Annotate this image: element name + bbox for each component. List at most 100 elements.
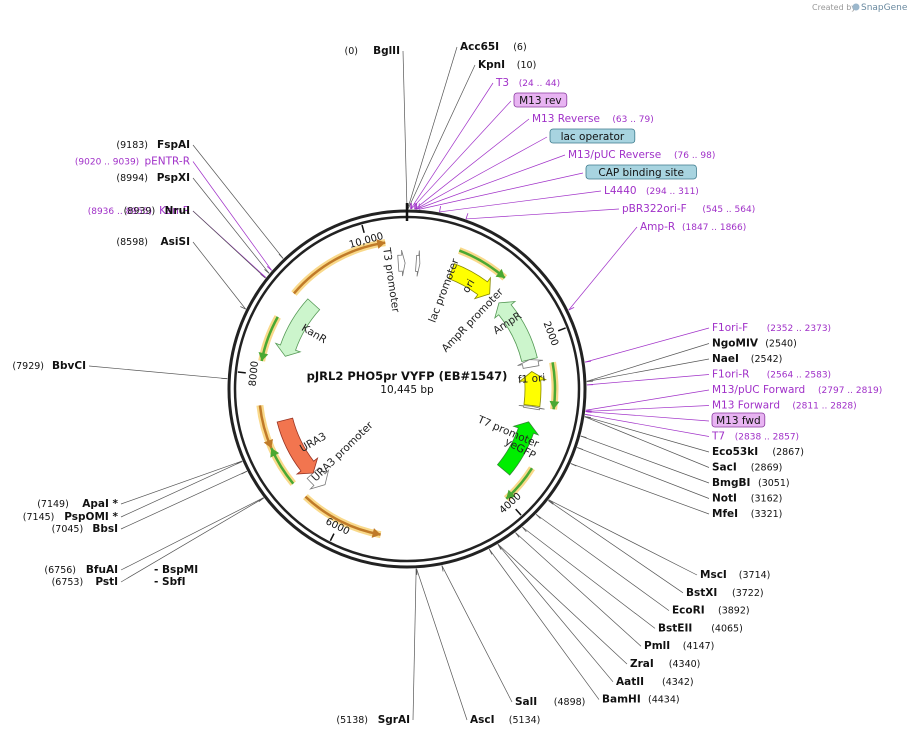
site-name: AscI (470, 714, 495, 726)
primer-m13-fwd[interactable]: M13 fwd (711, 412, 766, 428)
site-bstxi[interactable]: BstXI(3722) (686, 587, 764, 599)
site-position: (2867) (772, 447, 804, 458)
site-bamhi[interactable]: BamHI(4434) (602, 694, 680, 706)
site-ecori[interactable]: EcoRI(3892) (672, 605, 750, 617)
primer-f1ori-r[interactable]: F1ori-R(2564 .. 2583) (712, 369, 831, 381)
primer-m13-puc-reverse[interactable]: M13/pUC Reverse(76 .. 98) (568, 149, 715, 161)
orf-arrowhead (371, 528, 381, 538)
feature-ampr-promoter (517, 359, 544, 369)
site-name: Acc65I (460, 41, 499, 53)
feature-label-kanr: KanR (299, 322, 328, 346)
ring-site-tick (241, 470, 248, 475)
primer-l4440[interactable]: L4440(294 .. 311) (604, 185, 699, 197)
primer-f1ori-f[interactable]: F1ori-F(2352 .. 2373) (712, 322, 831, 334)
feature-f1-ori (518, 371, 548, 408)
ring-site-tick (548, 500, 554, 505)
primer-m13-rev[interactable]: M13 rev (513, 92, 568, 108)
site-bmgbi[interactable]: BmgBI(3051) (712, 477, 790, 489)
site-asci[interactable]: AscI(5134) (470, 714, 540, 726)
site-pspomi[interactable]: PspOMI *(7145) (23, 511, 119, 523)
site-mfei[interactable]: MfeI(3321) (712, 508, 782, 520)
site-bbsi[interactable]: BbsI(7045) (52, 523, 118, 535)
feature-box-label: M13 rev (519, 95, 562, 107)
tick-mark (237, 371, 246, 374)
site-aatii[interactable]: AatII(4342) (616, 676, 694, 688)
site-saci[interactable]: SacI(2869) (712, 462, 782, 474)
ring-site-tick (584, 416, 591, 419)
leader-line (416, 568, 468, 721)
credit: Created by SnapGene (812, 3, 908, 13)
primer-pbr322ori-f[interactable]: pBR322ori-F(545 .. 564) (622, 203, 755, 215)
site-name: AatII (616, 676, 644, 688)
site-pspxi[interactable]: PspXI(8994) (116, 172, 190, 184)
primer-m13-forward[interactable]: M13 Forward(2811 .. 2828) (712, 400, 857, 412)
site-zrai[interactable]: ZraI(4340) (630, 658, 700, 670)
site-msci[interactable]: MscI(3714) (700, 569, 770, 581)
ring-site-tick (441, 565, 444, 572)
site-position: (2564 .. 2583) (767, 371, 831, 381)
primer-t7[interactable]: T7(2838 .. 2857) (711, 431, 799, 443)
primer-kan-r[interactable]: Kan-R(8936 .. 8955) (88, 205, 190, 217)
leader-line (414, 118, 530, 210)
site-asisi[interactable]: AsiSI(8598) (116, 236, 190, 248)
primer-amp-r[interactable]: Amp-R(1847 .. 1866) (640, 221, 746, 233)
site-acc65i[interactable]: Acc65I(6) (460, 41, 527, 53)
site-position: (8994) (116, 173, 148, 184)
leader-line (580, 435, 710, 484)
tick-label: 2000 (541, 320, 560, 348)
site-eco53ki[interactable]: Eco53kI(2867) (712, 446, 804, 458)
site-naei[interactable]: NaeI (2542) (712, 353, 782, 365)
leader-line (439, 190, 602, 213)
site-nrui[interactable]: NruI(8939) (124, 205, 190, 217)
ring-site-tick (240, 306, 246, 310)
feature-label-f1-ori: f1 ori (517, 372, 545, 386)
leader-line (584, 416, 710, 468)
site-ngomiv[interactable]: NgoMIV(2540) (712, 338, 797, 350)
feature-box (711, 412, 766, 428)
site-position: (3051) (758, 478, 790, 489)
site-position: (3714) (739, 570, 771, 581)
primer-t3[interactable]: T3(24 .. 44) (495, 77, 560, 89)
site-position: (10) (517, 60, 537, 71)
site-name: NgoMIV (712, 338, 759, 350)
site-position: (2811 .. 2828) (792, 402, 856, 412)
site-sali[interactable]: SalI(4898) (515, 696, 585, 708)
primer-name: M13/pUC Forward (712, 384, 805, 396)
primer-cap-binding-site[interactable]: CAP binding site (585, 164, 697, 180)
site-name: SalI (515, 696, 537, 708)
site-name: BamHI (602, 694, 641, 706)
primer-lac-operator[interactable]: lac operator (549, 128, 636, 144)
tick-mark (557, 327, 566, 332)
site-position: (2542) (751, 354, 783, 365)
site-apai[interactable]: ApaI *(7149) (37, 498, 118, 510)
leader-line (586, 374, 710, 386)
leader-line (585, 389, 710, 411)
orf-arrowhead (495, 268, 505, 278)
feature-ori (448, 263, 491, 300)
leader-line (497, 544, 614, 683)
leader-line (407, 64, 476, 210)
primer-m13-reverse[interactable]: M13 Reverse(63 .. 79) (532, 113, 654, 125)
site-name: NaeI (712, 353, 739, 365)
leader-line (192, 241, 246, 310)
ring-site-tick (497, 544, 502, 550)
site-position: (4065) (711, 623, 743, 634)
site-name: AsiSI (161, 236, 190, 248)
site-bglii[interactable]: BglII(0) (345, 45, 400, 57)
site-noti[interactable]: NotI(3162) (712, 493, 782, 505)
tick-mark (515, 508, 522, 516)
primer-m13-puc-forward[interactable]: M13/pUC Forward(2797 .. 2819) (712, 384, 882, 396)
ring-site-tick (258, 497, 264, 502)
site-bbvci[interactable]: BbvCI(7929) (12, 360, 86, 372)
primer-pentr-r[interactable]: pENTR-R(9020 .. 9039) (75, 156, 190, 168)
site-bsteii[interactable]: BstEII (4065) (658, 622, 743, 634)
site-kpni[interactable]: KpnI(10) (478, 59, 536, 71)
site-pmli[interactable]: PmlI(4147) (644, 640, 714, 652)
site-fspai[interactable]: FspAI(9183) (116, 139, 190, 151)
plasmid-name: pJRL2 PHO5pr VYFP (EB#1547) (307, 369, 508, 383)
site-name: BstEII (658, 622, 692, 634)
site-sgrai[interactable]: SgrAI(5138) (336, 714, 410, 726)
leader-line (120, 470, 248, 530)
